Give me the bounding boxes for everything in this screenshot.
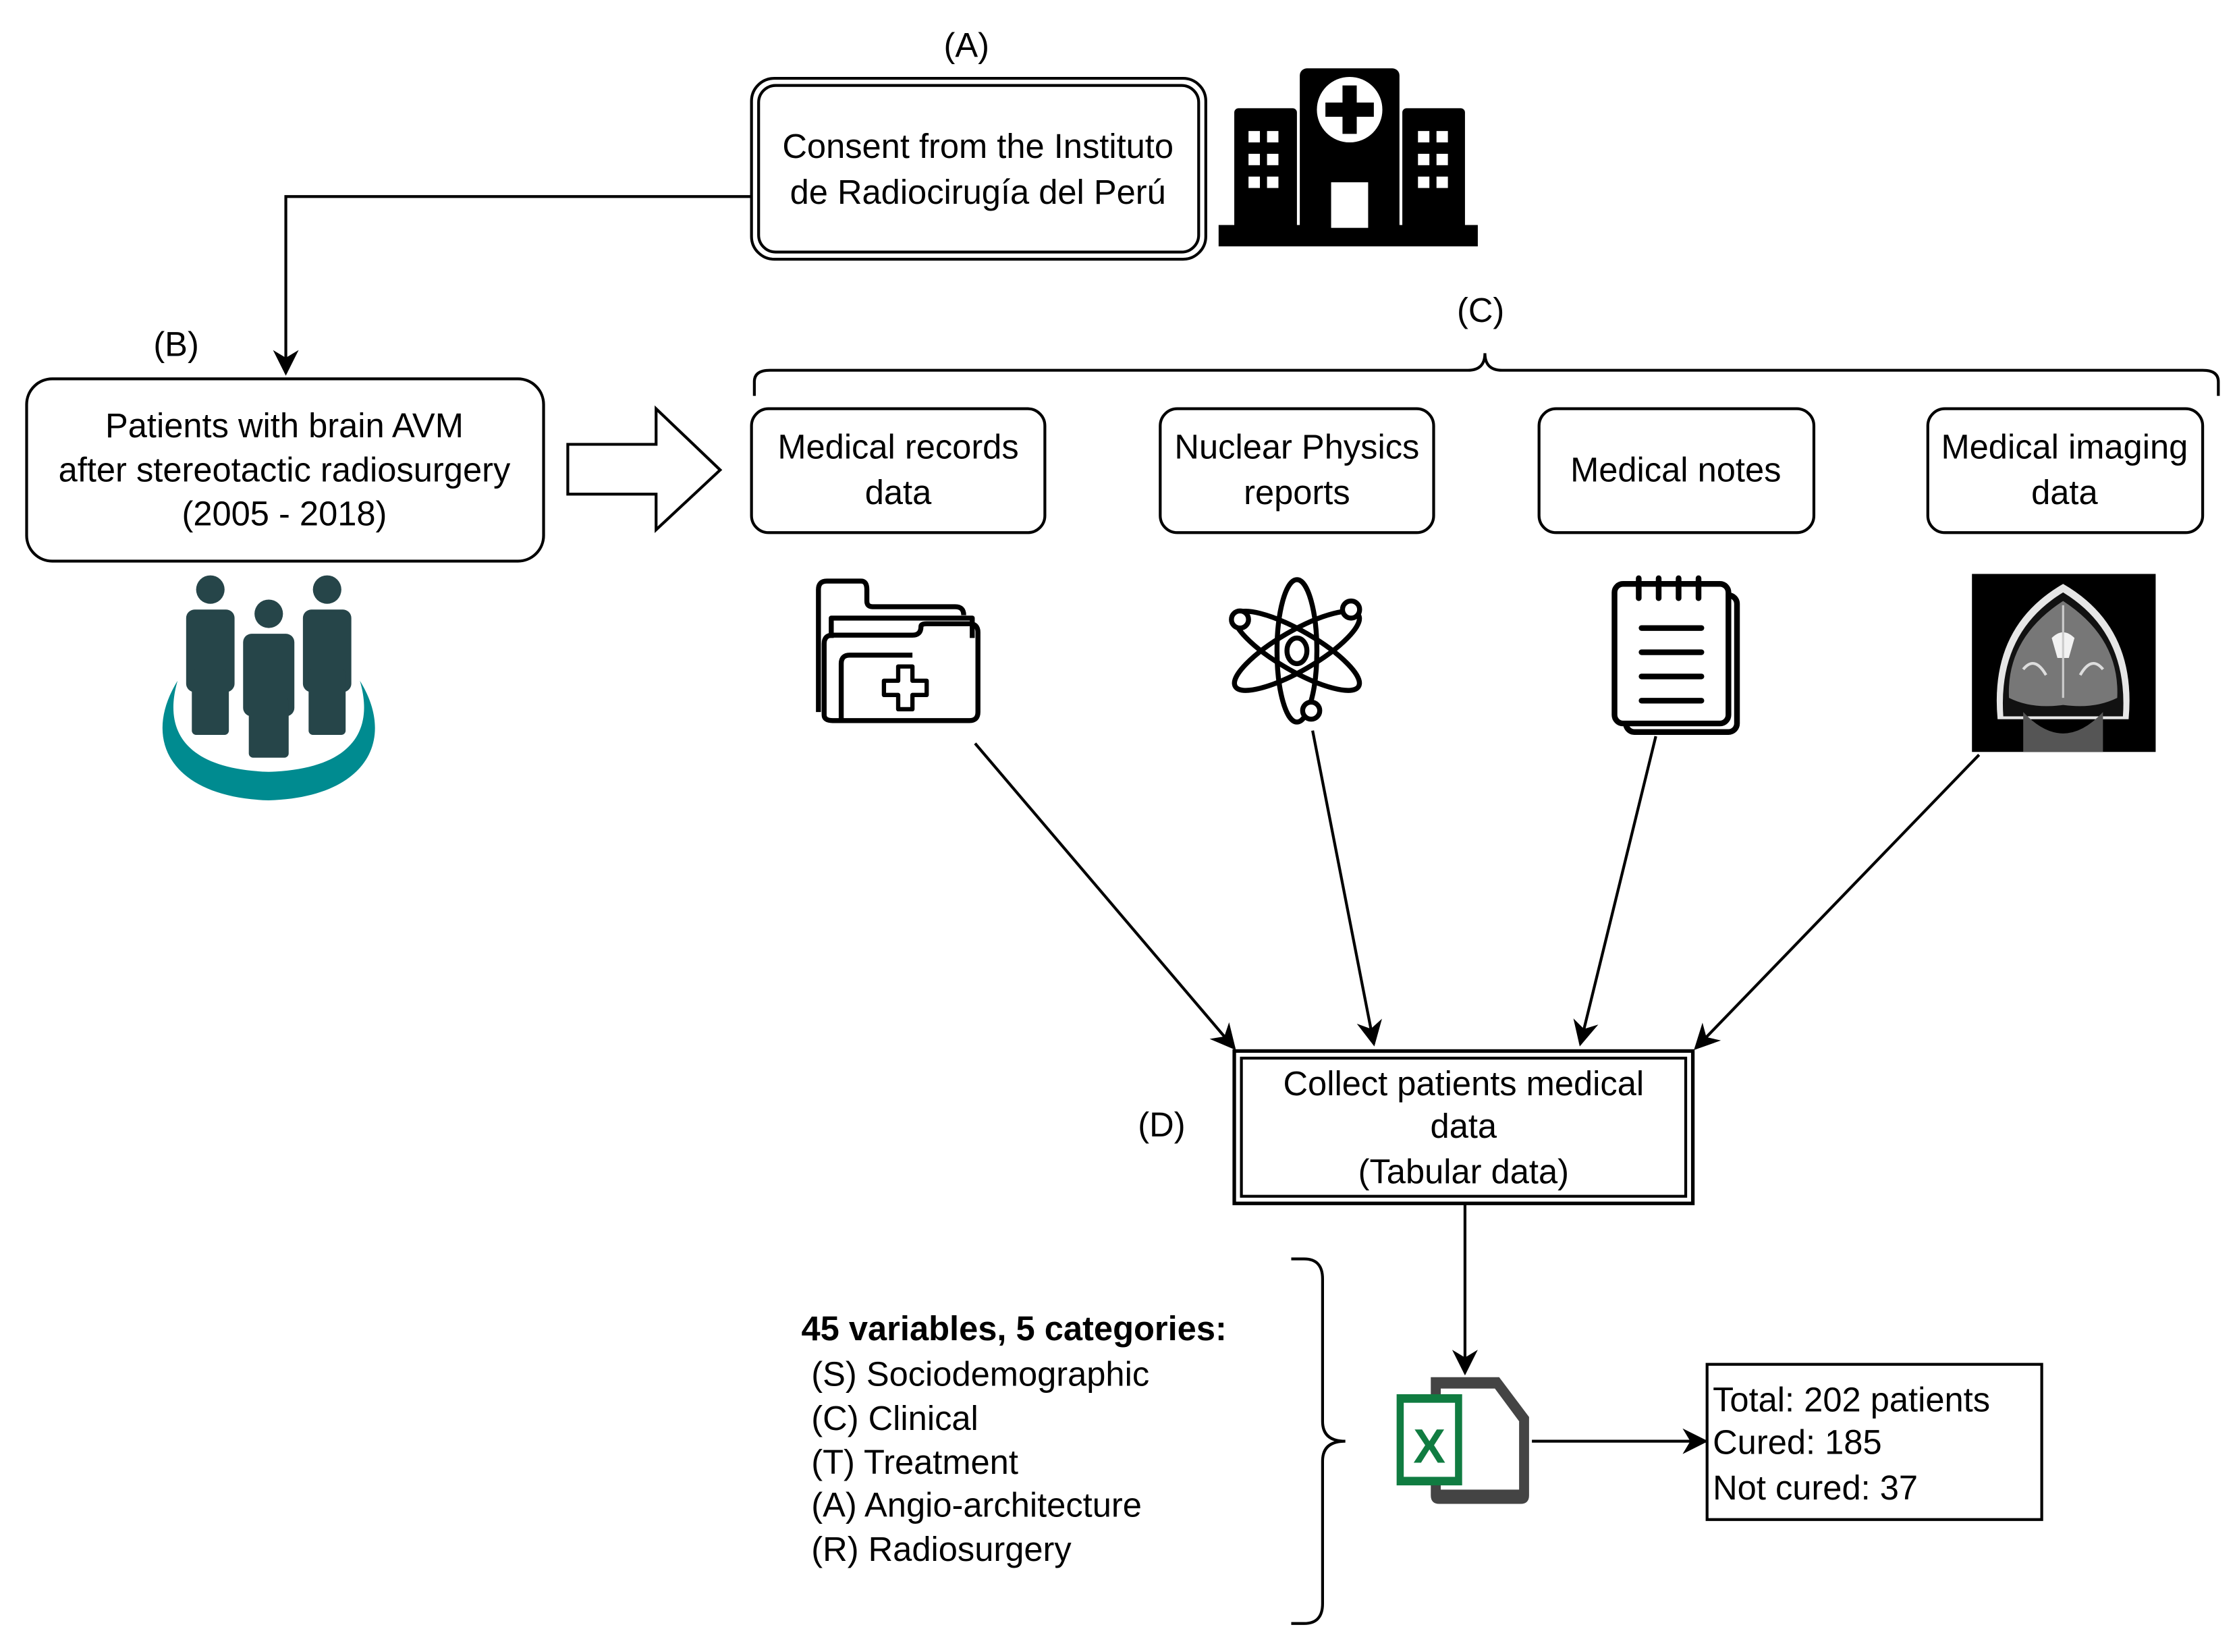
excel-x-glyph: X: [1413, 1419, 1445, 1473]
arrow-notes-to-collect: [1573, 736, 1657, 1047]
excel-file-icon: X: [1396, 1377, 1529, 1504]
patients-line-1: Patients with brain AVM: [105, 406, 464, 445]
brain-mri-image: [1972, 574, 2156, 752]
stage-c-label: (C): [1457, 291, 1504, 329]
variable-category: (R) Radiosurgery: [811, 1530, 1072, 1568]
variable-category: (T) Treatment: [811, 1443, 1018, 1481]
consent-box: Consent from the Instituto de Radiocirug…: [750, 76, 1207, 261]
source-label-line-2: reports: [1244, 473, 1350, 512]
source-medical-notes: Medical notes: [1537, 407, 1816, 534]
patients-line-2: after stereotactic radiosurgery: [59, 450, 511, 489]
consent-line-1: Consent from the Instituto: [782, 127, 1174, 165]
stage-b-label: (B): [153, 325, 198, 364]
source-label-line-1: Medical records: [777, 428, 1018, 466]
block-arrow-b-to-c: [566, 405, 723, 533]
variables-list: 45 variables, 5 categories: (S) Sociodem…: [802, 1309, 1227, 1568]
notepad-icon: [1611, 575, 1740, 735]
source-medical-imaging: Medical imaging data: [1926, 407, 2205, 534]
collect-data-box: Collect patients medical data (Tabular d…: [1232, 1049, 1695, 1205]
patients-box: Patients with brain AVM after stereotact…: [25, 377, 545, 563]
results-cured: Cured: 185: [1713, 1423, 1881, 1462]
top-brace: [752, 353, 2220, 396]
variable-category: (A) Angio-architecture: [811, 1486, 1142, 1524]
arrow-imaging-to-collect: [1694, 754, 1981, 1050]
source-label-line-2: data: [2031, 473, 2098, 512]
source-label-line-1: Nuclear Physics: [1174, 428, 1419, 466]
collect-line-3: (Tabular data): [1358, 1153, 1569, 1191]
patients-line-3: (2005 - 2018): [182, 495, 387, 533]
results-not-cured: Not cured: 37: [1713, 1468, 1918, 1507]
medical-folder-icon: [816, 578, 981, 723]
source-medical-records: Medical records data: [750, 407, 1047, 534]
arrow-physics-to-collect: [1311, 730, 1382, 1047]
source-label-line-1: Medical notes: [1570, 450, 1781, 489]
results-total: Total: 202 patients: [1713, 1380, 1990, 1419]
source-nuclear-physics: Nuclear Physics reports: [1159, 407, 1435, 534]
source-label-line-2: data: [865, 473, 932, 512]
hospital-icon: [1218, 68, 1478, 247]
patients-group-icon: [162, 575, 375, 801]
variables-brace: [1291, 1257, 1346, 1625]
atom-icon: [1229, 577, 1362, 725]
arrow-records-to-collect: [974, 742, 1236, 1051]
collect-line-2: data: [1431, 1107, 1497, 1145]
consent-line-2: de Radiocirugía del Perú: [790, 173, 1166, 211]
stage-a-label: (A): [944, 26, 989, 64]
results-box: Total: 202 patients Cured: 185 Not cured…: [1705, 1362, 2043, 1521]
stage-d-label: (D): [1138, 1105, 1185, 1144]
variable-category: (C) Clinical: [811, 1399, 978, 1437]
source-label-line-1: Medical imaging: [1941, 428, 2188, 466]
variable-category: (S) Sociodemographic: [811, 1354, 1149, 1393]
collect-line-1: Collect patients medical: [1283, 1064, 1644, 1103]
variables-heading: 45 variables, 5 categories:: [802, 1309, 1227, 1348]
connector-a-to-b: [273, 195, 752, 376]
